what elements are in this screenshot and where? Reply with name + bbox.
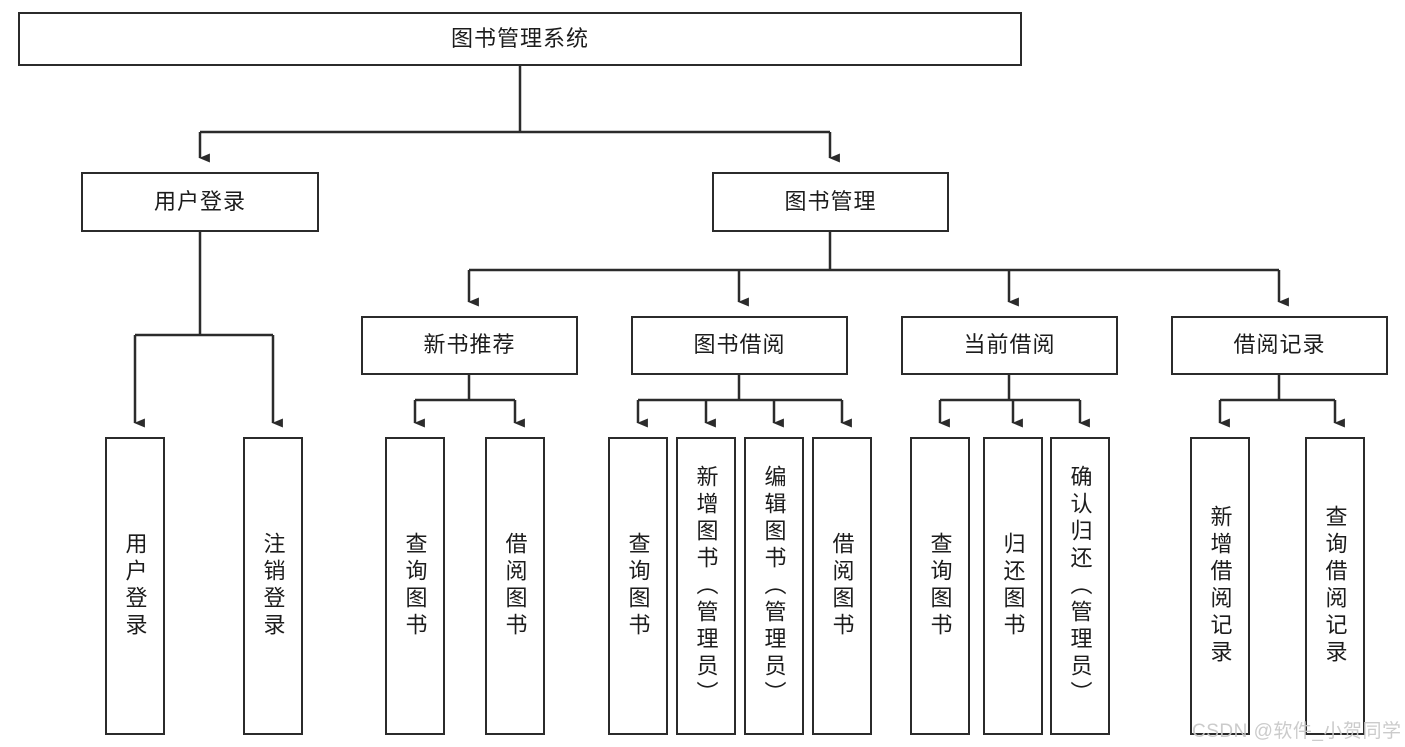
node-book-borrowing-label: 图书借阅	[693, 332, 786, 358]
leaf-query-book-newbook[interactable]: 查询图书	[385, 437, 445, 735]
leaf-query-book-current-label: 查询图书	[927, 532, 953, 640]
node-book-management[interactable]: 图书管理	[712, 172, 949, 232]
leaf-query-book-newbook-label: 查询图书	[402, 532, 428, 640]
leaf-query-book-current[interactable]: 查询图书	[910, 437, 970, 735]
leaf-query-book-borrowing-label: 查询图书	[625, 532, 651, 640]
leaf-return-book-label: 归还图书	[1000, 532, 1026, 640]
leaf-edit-book-admin-label: 编辑图书（管理员）	[761, 464, 787, 708]
leaf-borrow-book-borrowing[interactable]: 借阅图书	[812, 437, 872, 735]
leaf-query-borrowing-record-label: 查询借阅记录	[1322, 505, 1348, 667]
leaf-query-book-borrowing[interactable]: 查询图书	[608, 437, 668, 735]
node-current-borrowing[interactable]: 当前借阅	[901, 316, 1118, 375]
leaf-add-book-admin[interactable]: 新增图书（管理员）	[676, 437, 736, 735]
leaf-edit-book-admin[interactable]: 编辑图书（管理员）	[744, 437, 804, 735]
csdn-watermark: CSDN @软件_小贺同学	[1192, 721, 1402, 742]
leaf-confirm-return-admin[interactable]: 确认归还（管理员）	[1050, 437, 1110, 735]
node-root-label: 图书管理系统	[450, 25, 589, 51]
leaf-add-borrowing-record-label: 新增借阅记录	[1207, 505, 1233, 667]
leaf-borrow-book-newbook-label: 借阅图书	[502, 532, 528, 640]
node-current-borrowing-label: 当前借阅	[963, 332, 1056, 358]
leaf-borrow-book-borrowing-label: 借阅图书	[829, 532, 855, 640]
leaf-logout[interactable]: 注销登录	[243, 437, 303, 735]
leaf-user-login-label: 用户登录	[122, 532, 148, 640]
leaf-add-book-admin-label: 新增图书（管理员）	[693, 464, 719, 708]
node-borrowing-record-label: 借阅记录	[1233, 332, 1326, 358]
node-user-login[interactable]: 用户登录	[81, 172, 319, 232]
node-root[interactable]: 图书管理系统	[18, 12, 1022, 66]
node-user-login-label: 用户登录	[153, 188, 246, 214]
node-book-management-label: 图书管理	[784, 188, 877, 214]
node-borrowing-record[interactable]: 借阅记录	[1171, 316, 1388, 375]
leaf-return-book[interactable]: 归还图书	[983, 437, 1043, 735]
leaf-borrow-book-newbook[interactable]: 借阅图书	[485, 437, 545, 735]
leaf-confirm-return-admin-label: 确认归还（管理员）	[1067, 464, 1093, 708]
node-book-borrowing[interactable]: 图书借阅	[631, 316, 848, 375]
leaf-query-borrowing-record[interactable]: 查询借阅记录	[1305, 437, 1365, 735]
node-new-book-recommend[interactable]: 新书推荐	[361, 316, 578, 375]
leaf-logout-label: 注销登录	[260, 532, 286, 640]
leaf-user-login[interactable]: 用户登录	[105, 437, 165, 735]
leaf-add-borrowing-record[interactable]: 新增借阅记录	[1190, 437, 1250, 735]
node-new-book-recommend-label: 新书推荐	[423, 332, 516, 358]
